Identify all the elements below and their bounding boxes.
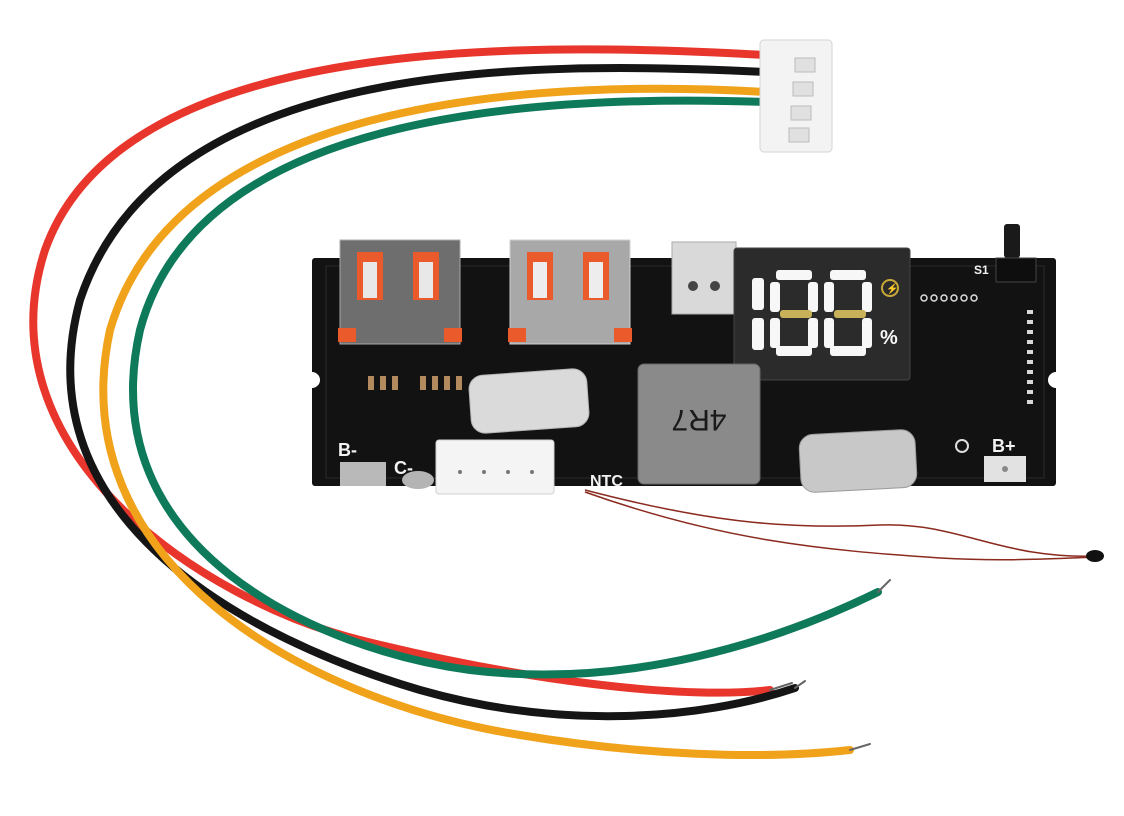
wire-tip-black bbox=[794, 680, 806, 689]
usb-a-port-1 bbox=[338, 239, 462, 345]
wire-yellow bbox=[99, 84, 854, 759]
capacitor-left bbox=[468, 368, 590, 434]
usb-a-port-2 bbox=[508, 239, 632, 345]
c-minus-pad bbox=[402, 471, 434, 489]
lightning-circle-icon bbox=[881, 279, 899, 297]
wire-green bbox=[129, 96, 882, 679]
usb-c-port bbox=[671, 241, 737, 315]
resistor-bank bbox=[368, 376, 462, 390]
battery-connector bbox=[435, 439, 555, 495]
tactile-switch bbox=[995, 224, 1037, 283]
label-c-minus: C- bbox=[394, 458, 413, 478]
pcb-board: ⚡ % 4R7 bbox=[312, 224, 1056, 495]
wire-black bbox=[66, 64, 799, 721]
ntc-thermistor bbox=[584, 489, 1104, 562]
wire-harness bbox=[29, 45, 891, 759]
wire-tip-green bbox=[877, 579, 891, 593]
percent-symbol: % bbox=[880, 327, 898, 349]
inductor: 4R7 bbox=[637, 363, 761, 485]
wire-tip-red bbox=[769, 682, 793, 691]
led-percentage-display: ⚡ % bbox=[733, 247, 911, 381]
pin-column bbox=[1027, 310, 1033, 404]
label-switch: S1 bbox=[974, 263, 989, 277]
label-b-plus: B+ bbox=[992, 436, 1016, 456]
pin-holes bbox=[920, 294, 978, 302]
jst-connector bbox=[759, 39, 833, 153]
svg-text:⚡: ⚡ bbox=[886, 282, 898, 295]
b-minus-pad bbox=[340, 462, 386, 486]
label-ntc: NTC bbox=[590, 473, 623, 490]
wire-tip-yellow bbox=[849, 743, 871, 751]
inductor-marking: 4R7 bbox=[671, 403, 726, 436]
label-b-minus: B- bbox=[338, 440, 357, 460]
capacitor-right bbox=[798, 429, 918, 493]
